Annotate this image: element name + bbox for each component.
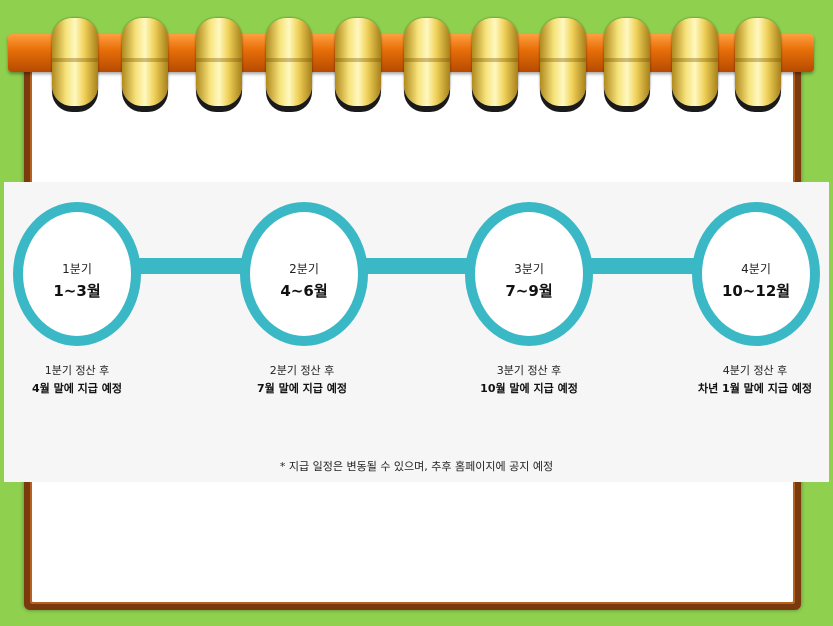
spiral-ring	[735, 18, 781, 106]
quarter-label: 2분기	[289, 262, 319, 276]
quarter-description-4: 4분기 정산 후 차년 1월 말에 지급 예정	[665, 362, 833, 398]
spiral-ring	[472, 18, 518, 106]
spiral-ring	[672, 18, 718, 106]
spiral-ring	[122, 18, 168, 106]
quarter-range: 1~3월	[53, 282, 101, 300]
quarter-circle-2: 2분기 4~6월	[240, 202, 368, 346]
quarter-label: 1분기	[62, 262, 92, 276]
description-line: 3분기 정산 후	[496, 364, 562, 377]
description-line-bold: 4월 말에 지급 예정	[32, 382, 122, 395]
quarter-range: 7~9월	[505, 282, 553, 300]
description-line: 2분기 정산 후	[269, 364, 335, 377]
schedule-note: * 지급 일정은 변동될 수 있으며, 추후 홈페이지에 공지 예정	[279, 460, 554, 473]
spiral-ring	[604, 18, 650, 106]
description-line: 1분기 정산 후	[44, 364, 110, 377]
spiral-ring	[266, 18, 312, 106]
description-line-bold: 10월 말에 지급 예정	[480, 382, 578, 395]
spiral-ring	[335, 18, 381, 106]
quarter-circle-1: 1분기 1~3월	[13, 202, 141, 346]
quarter-circle-4: 4분기 10~12월	[692, 202, 820, 346]
quarter-range: 10~12월	[721, 282, 791, 300]
spiral-ring	[52, 18, 98, 106]
timeline-connector	[74, 258, 764, 274]
quarter-label: 3분기	[514, 262, 544, 276]
quarter-circle-3: 3분기 7~9월	[465, 202, 593, 346]
payment-schedule-panel: 1분기 1~3월 2분기 4~6월 3분기 7~9월 4분기 10~12월 1분…	[4, 182, 829, 482]
description-line-bold: 7월 말에 지급 예정	[257, 382, 347, 395]
description-line: 4분기 정산 후	[722, 364, 788, 377]
quarter-description-3: 3분기 정산 후 10월 말에 지급 예정	[439, 362, 619, 398]
quarter-description-2: 2분기 정산 후 7월 말에 지급 예정	[212, 362, 392, 398]
spiral-ring	[404, 18, 450, 106]
quarter-description-1: 1분기 정산 후 4월 말에 지급 예정	[0, 362, 167, 398]
quarter-label: 4분기	[741, 262, 771, 276]
spiral-ring	[196, 18, 242, 106]
quarter-range: 4~6월	[280, 282, 328, 300]
description-line-bold: 차년 1월 말에 지급 예정	[697, 382, 813, 395]
spiral-ring	[540, 18, 586, 106]
